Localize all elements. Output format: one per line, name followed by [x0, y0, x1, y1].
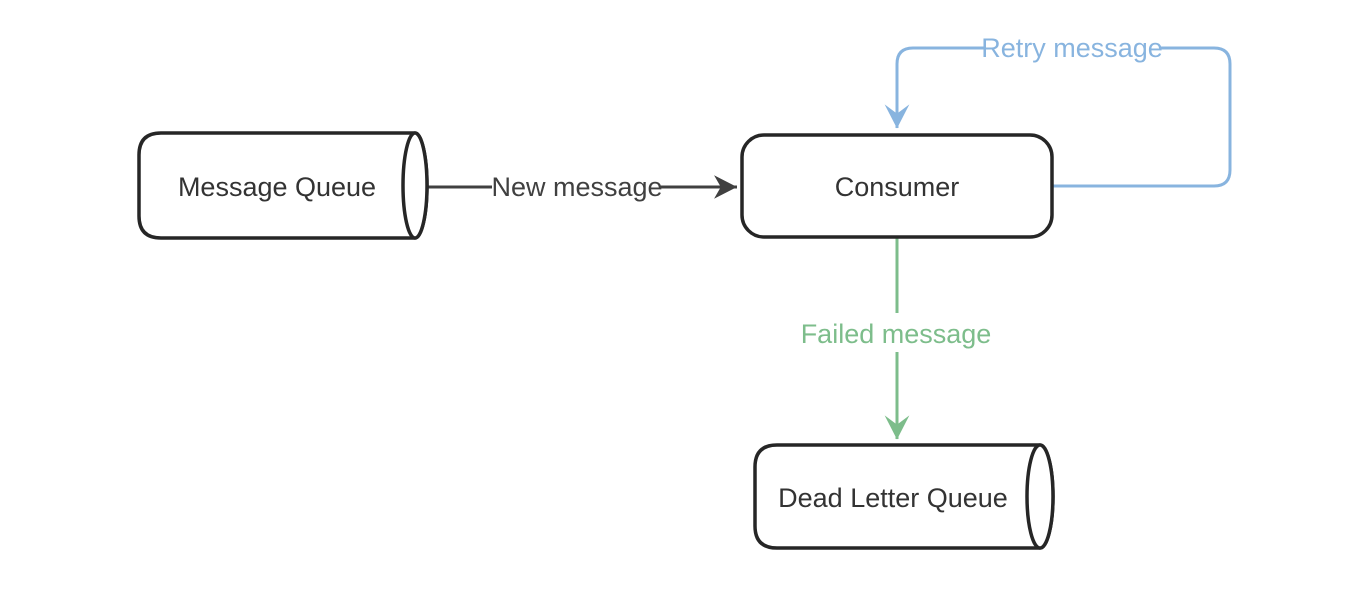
edge-label-retry-message: Retry message [981, 33, 1163, 63]
node-message-queue: Message Queue [137, 131, 429, 240]
node-consumer: Consumer [740, 133, 1054, 239]
edge-retry-message: Retry message [884, 33, 1232, 188]
dead-letter-queue-cylinder-rim [1025, 443, 1055, 550]
node-label-message-queue: Message Queue [178, 172, 376, 202]
edge-label-new-message: New message [491, 172, 662, 202]
retry-loop-segment-right [1052, 46, 1232, 188]
retry-loop-segment-left [884, 46, 985, 129]
consumer-box [740, 133, 1054, 239]
edge-failed-message: Failed message [801, 238, 992, 440]
node-dead-letter-queue: Dead Letter Queue [753, 443, 1055, 550]
message-queue-cylinder-rim [401, 131, 429, 240]
edge-new-message: New message [428, 172, 737, 202]
edge-label-failed-message: Failed message [801, 319, 992, 349]
node-label-consumer: Consumer [835, 172, 960, 202]
node-label-dead-letter-queue: Dead Letter Queue [778, 483, 1008, 513]
